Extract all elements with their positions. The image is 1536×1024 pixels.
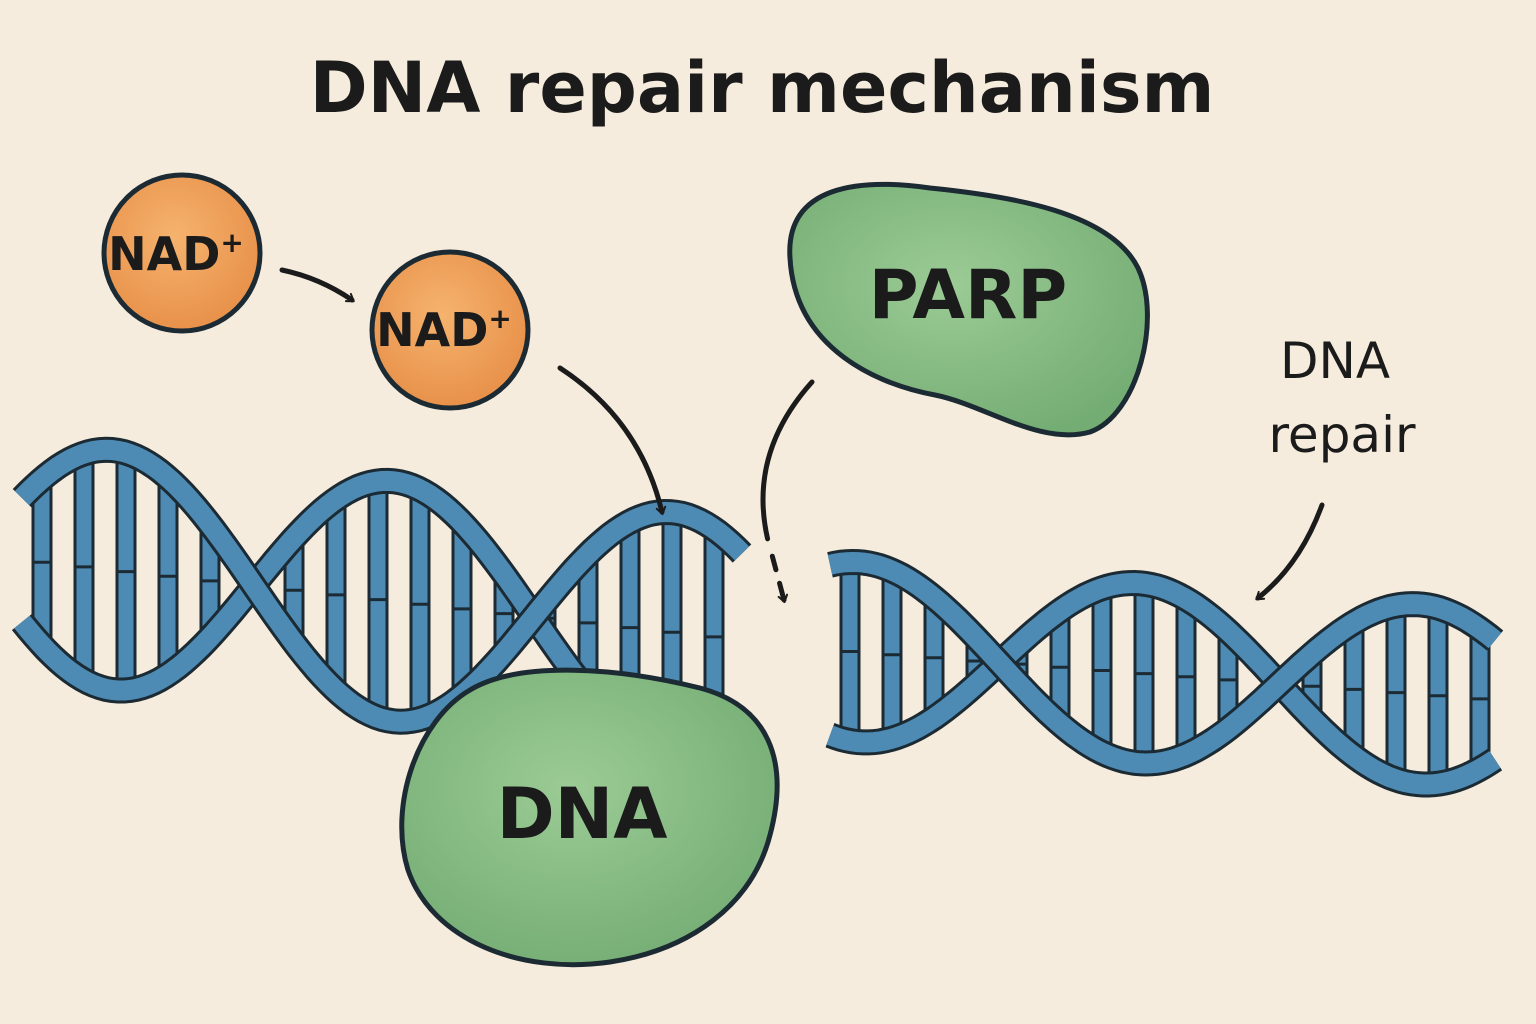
dna-strand-b: [826, 572, 1501, 795]
annotation-line-2: repair: [1268, 406, 1415, 464]
nad-charge-1: +: [220, 226, 243, 259]
svg-text:NAD+: NAD+: [108, 226, 244, 281]
parp-label: PARP: [869, 256, 1067, 335]
dna-strand-a: [827, 551, 1502, 774]
dna-strand-a: [14, 439, 750, 732]
arrow-nad-to-nad: [279, 267, 355, 303]
nad-molecule-1: NAD+: [101, 172, 263, 334]
nad-molecule-2: NAD+: [369, 249, 531, 411]
annotation-line-1: DNA: [1280, 332, 1390, 390]
arrow-repair-to-dna: [1255, 502, 1325, 601]
nad-label-2: NAD: [376, 303, 488, 357]
parp-protein: PARP: [787, 181, 1150, 438]
arrow-nad-to-dna: [557, 365, 667, 516]
dna-binding-protein: DNA: [399, 667, 780, 968]
arrow-parp-to-break: [760, 379, 815, 604]
nad-charge-2: +: [488, 302, 511, 335]
svg-text:NAD+: NAD+: [376, 302, 512, 357]
dna-helix-right: [825, 548, 1504, 798]
diagram-title: DNA repair mechanism: [310, 47, 1215, 129]
nad-label-1: NAD: [108, 227, 220, 281]
dna-protein-label: DNA: [497, 773, 668, 855]
dna-repair-annotation: DNA repair: [1268, 332, 1415, 464]
